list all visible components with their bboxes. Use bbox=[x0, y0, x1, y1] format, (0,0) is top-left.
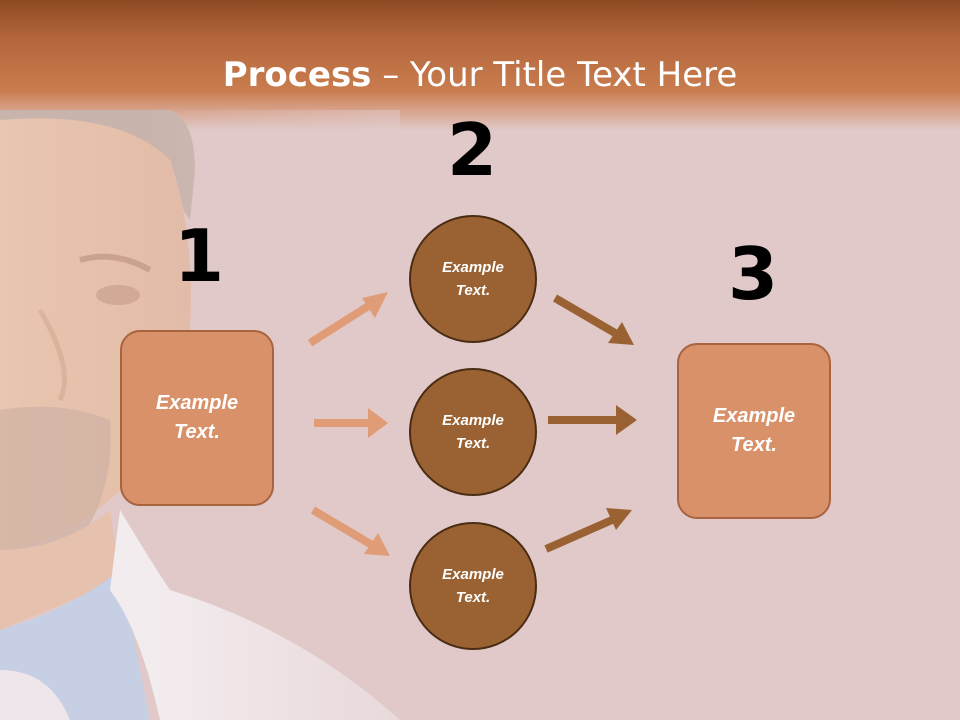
step-3-box: Example Text. bbox=[677, 343, 831, 519]
step-1-label: Example Text. bbox=[155, 392, 239, 443]
arrow-middle-to-3 bbox=[548, 405, 637, 435]
slide-title: Process – Your Title Text Here bbox=[0, 52, 960, 98]
circle-label: Example Text. bbox=[442, 259, 504, 299]
background-photo bbox=[0, 110, 400, 720]
circle-label: Example Text. bbox=[442, 412, 504, 452]
title-bold: Process bbox=[222, 55, 372, 95]
arrow-1-to-bottom bbox=[310, 506, 390, 556]
step-2-circle-top: Example Text. bbox=[409, 215, 537, 343]
step-number-3: 3 bbox=[727, 232, 779, 316]
arrow-1-to-top bbox=[307, 292, 388, 347]
step-2-circle-bottom: Example Text. bbox=[409, 522, 537, 650]
step-number-1: 1 bbox=[173, 214, 225, 298]
title-banner bbox=[0, 0, 960, 130]
step-2-circle-middle: Example Text. bbox=[409, 368, 537, 496]
arrow-1-to-middle bbox=[314, 408, 388, 438]
arrow-bottom-to-3 bbox=[544, 508, 632, 553]
circle-label: Example Text. bbox=[442, 566, 504, 606]
step-1-box: Example Text. bbox=[120, 330, 274, 506]
title-rest: – Your Title Text Here bbox=[371, 55, 738, 95]
arrow-top-to-3 bbox=[552, 294, 634, 345]
step-3-label: Example Text. bbox=[712, 405, 796, 456]
step-number-2: 2 bbox=[446, 108, 498, 192]
